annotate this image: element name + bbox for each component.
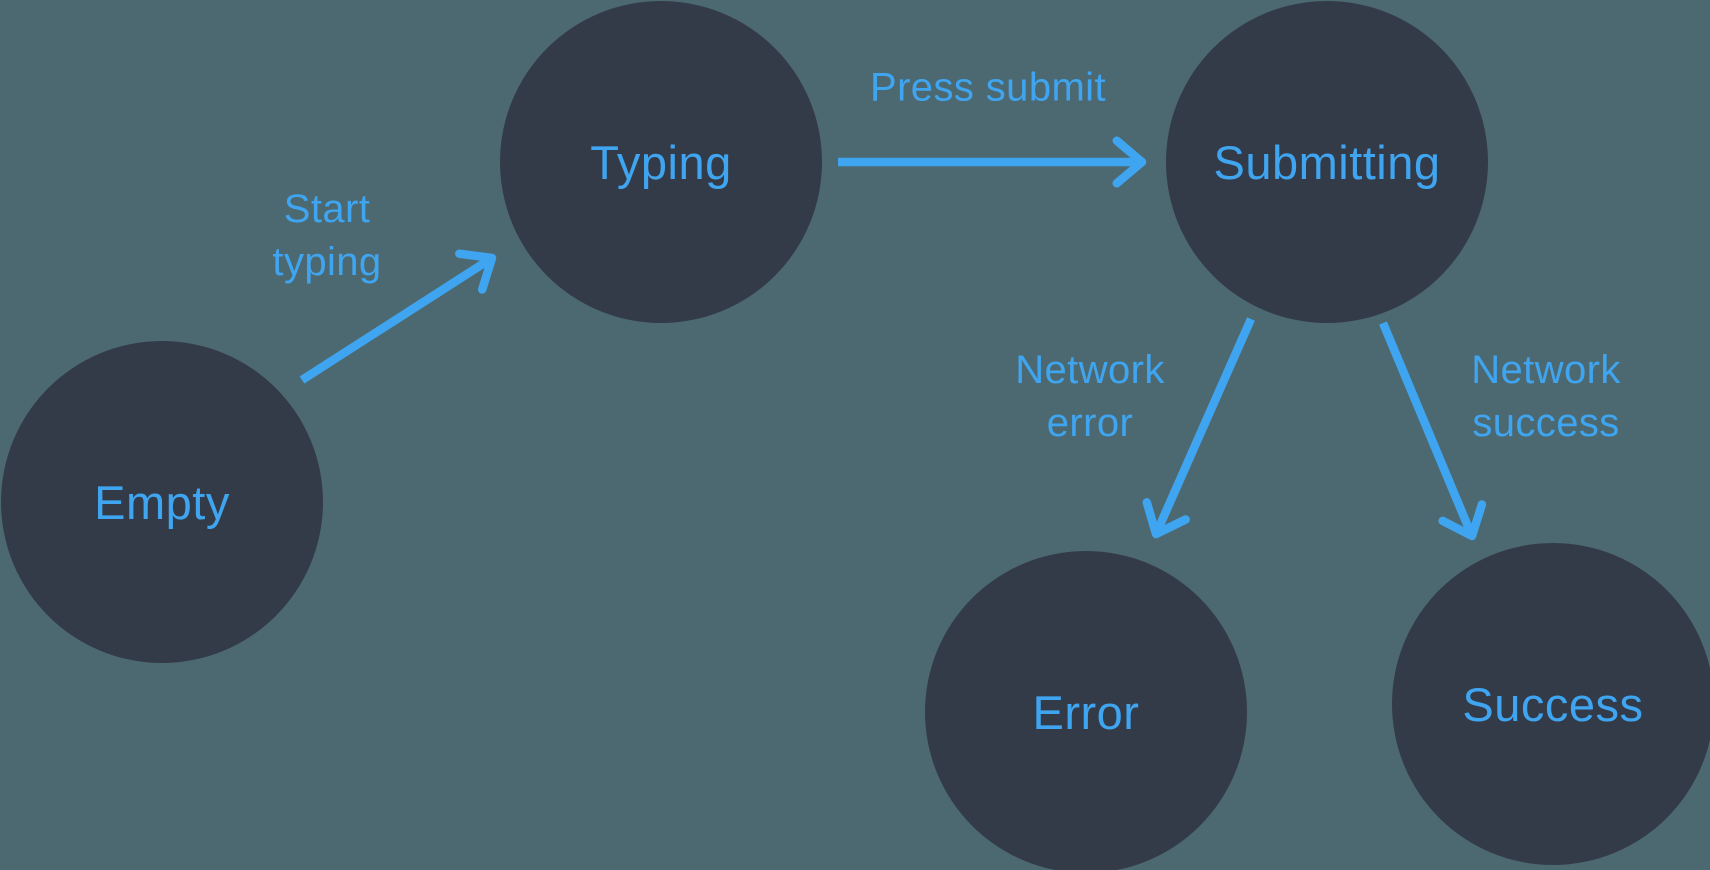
transition-arrow-network-success bbox=[1379, 321, 1487, 541]
arrowhead-icon bbox=[1142, 498, 1190, 539]
state-label-submitting: Submitting bbox=[1213, 135, 1441, 189]
state-label-empty: Empty bbox=[94, 475, 230, 529]
state-node-error: Error bbox=[925, 551, 1247, 870]
state-label-error: Error bbox=[1032, 685, 1140, 739]
arrowhead-icon bbox=[1112, 136, 1147, 188]
arrowhead-icon bbox=[455, 249, 497, 294]
state-node-success: Success bbox=[1392, 543, 1710, 865]
arrowhead-icon bbox=[1438, 500, 1487, 541]
transition-label-start-typing: Start typing bbox=[272, 183, 381, 289]
transition-label-network-success: Network success bbox=[1471, 344, 1621, 450]
transition-label-line: Press submit bbox=[870, 65, 1106, 110]
state-node-submitting: Submitting bbox=[1166, 1, 1488, 323]
state-label-success: Success bbox=[1462, 677, 1644, 731]
transition-label-press-submit: Press submit bbox=[870, 62, 1106, 115]
transition-label-line: error bbox=[1046, 401, 1134, 445]
transition-label-line: Network bbox=[1015, 348, 1165, 392]
transition-arrow-press-submit bbox=[838, 136, 1147, 188]
transition-arrow-start-typing bbox=[299, 249, 497, 384]
state-node-empty: Empty bbox=[1, 341, 323, 663]
transition-label-line: Network bbox=[1471, 348, 1621, 392]
transition-label-network-error: Network error bbox=[1015, 344, 1165, 450]
transition-label-line: success bbox=[1472, 401, 1620, 445]
state-label-typing: Typing bbox=[590, 135, 732, 189]
transition-label-line: Start bbox=[283, 187, 371, 231]
transition-arrow-network-error bbox=[1142, 317, 1255, 539]
state-node-typing: Typing bbox=[500, 1, 822, 323]
transition-label-line: typing bbox=[272, 240, 382, 284]
